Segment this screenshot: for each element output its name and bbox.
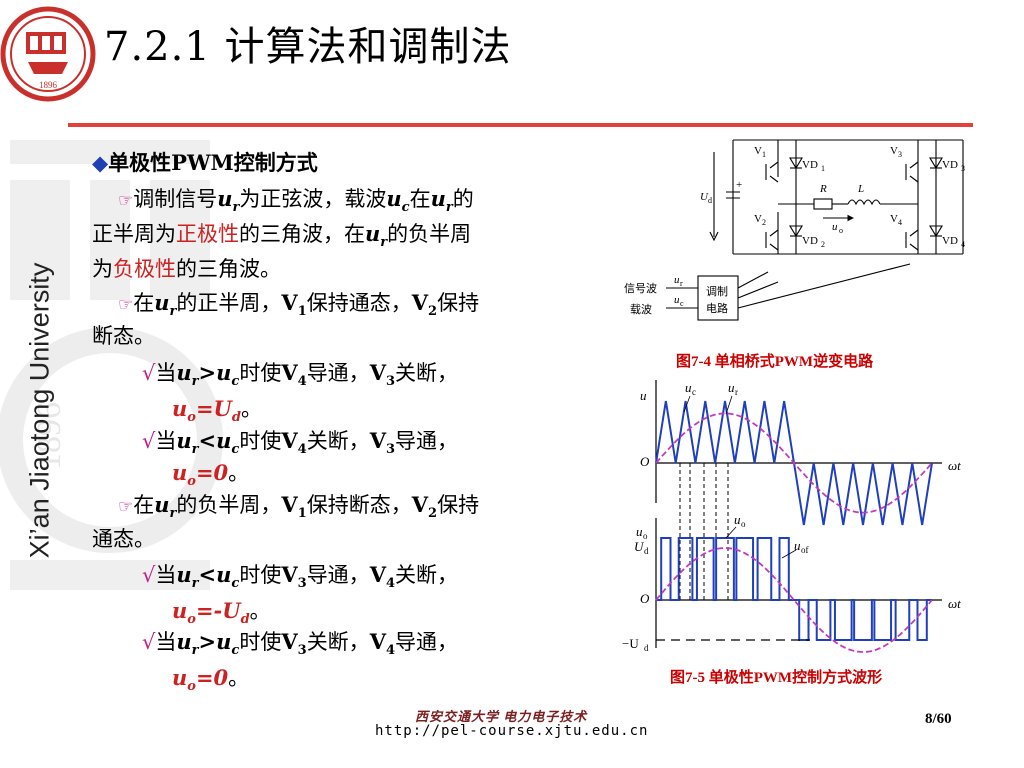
svg-text:c: c xyxy=(680,299,684,308)
svg-text:V: V xyxy=(890,213,898,225)
svg-text:ωt: ωt xyxy=(948,458,961,473)
fundamental-uof-line xyxy=(655,547,933,653)
uc-label: u xyxy=(685,380,692,395)
output-uo-pulses xyxy=(656,537,932,641)
pointing-hand-icon: ☞ xyxy=(118,191,134,211)
para1-line2: 正半周为正极性的三角波，在ur的负半周 xyxy=(92,221,472,251)
figure-7-5-caption: 图7-5 单极性PWM控制方式波形 xyxy=(670,670,883,686)
svg-text:c: c xyxy=(692,387,696,397)
svg-text:信号波: 信号波 xyxy=(624,282,657,295)
svg-text:u: u xyxy=(674,274,680,286)
svg-text:r: r xyxy=(735,387,738,397)
page-number: 8/60 xyxy=(925,711,952,727)
svg-text:u: u xyxy=(636,524,643,539)
svg-text:o: o xyxy=(741,519,746,529)
svg-text:2: 2 xyxy=(762,218,766,227)
check-mark-icon: √ xyxy=(142,630,156,654)
case2-line1: √当ur<uc时使V4关断，V3导通， xyxy=(142,428,459,458)
svg-text:调制: 调制 xyxy=(706,285,728,298)
svg-text:d: d xyxy=(644,546,649,556)
svg-text:2: 2 xyxy=(821,240,825,249)
reference-ur-line xyxy=(655,412,933,514)
watermark-year: 1896 xyxy=(31,402,68,470)
svg-text:VD: VD xyxy=(802,159,818,171)
svg-text:d: d xyxy=(644,643,649,653)
seal-year: 1896 xyxy=(39,80,58,90)
svg-text:u: u xyxy=(674,294,680,306)
svg-text:L: L xyxy=(857,183,864,195)
svg-text:U: U xyxy=(634,539,645,554)
svg-text:4: 4 xyxy=(961,240,965,249)
uof-leader xyxy=(781,549,797,559)
svg-text:u: u xyxy=(832,221,838,233)
svg-text:1: 1 xyxy=(762,150,766,159)
case1-result: uo=Ud。 xyxy=(172,396,262,426)
uc-leader xyxy=(683,395,691,413)
svg-text:O: O xyxy=(640,591,650,606)
svg-text:O: O xyxy=(640,454,650,469)
heading-unipolar: ◆单极性PWM控制方式 xyxy=(92,150,318,175)
footer-url[interactable]: http://pel-course.xjtu.edu.cn xyxy=(375,723,649,739)
svg-text:VD: VD xyxy=(942,159,958,171)
svg-text:of: of xyxy=(801,545,809,555)
check-mark-icon: √ xyxy=(142,563,156,587)
slide-title: 7.2.1 计算法和调制法 xyxy=(104,24,512,70)
svg-text:−U: −U xyxy=(622,636,639,651)
footer-course-name: 西安交通大学 电力电子技术 xyxy=(415,709,588,724)
check-mark-icon: √ xyxy=(142,361,156,385)
svg-text:u: u xyxy=(794,538,801,553)
svg-text:4: 4 xyxy=(898,218,902,227)
ur-label: u xyxy=(728,380,735,395)
svg-text:+: + xyxy=(736,179,742,191)
case3-line1: √当ur<uc时使V3导通，V4关断， xyxy=(142,562,459,592)
case4-result: uo=0。 xyxy=(172,665,250,695)
title-divider xyxy=(68,123,973,127)
case2-result: uo=0。 xyxy=(172,460,250,490)
svg-text:V: V xyxy=(754,213,762,225)
para1-line1: ☞调制信号ur为正弦波，载波uc在ur的 xyxy=(118,186,474,216)
pointing-hand-icon: ☞ xyxy=(118,497,134,517)
university-watermark: 1896 xyxy=(0,140,223,590)
svg-text:U: U xyxy=(700,191,709,203)
case1-line1: √当ur>uc时使V4导通，V3关断， xyxy=(142,360,459,390)
figure-7-4-caption: 图7-4 单相桥式PWM逆变电路 xyxy=(676,354,874,370)
para1-line3: 为负极性的三角波。 xyxy=(92,257,281,281)
svg-text:V: V xyxy=(890,145,898,157)
svg-text:R: R xyxy=(819,183,827,195)
svg-text:o: o xyxy=(643,531,648,541)
svg-text:3: 3 xyxy=(898,150,902,159)
uo-leader xyxy=(725,526,737,539)
svg-text:o: o xyxy=(839,226,843,235)
svg-text:r: r xyxy=(680,279,683,288)
svg-text:ωt: ωt xyxy=(948,596,961,611)
university-seal-logo: 1896 xyxy=(0,6,96,102)
para2-line1: ☞在ur的正半周，V1保持通态，V2保持 xyxy=(118,290,480,320)
svg-text:1: 1 xyxy=(821,164,825,173)
side-university-name: Xi’an Jiaotong University xyxy=(24,262,55,559)
para2-line2: 断态。 xyxy=(92,324,155,348)
pointing-hand-icon: ☞ xyxy=(118,295,134,315)
ur-leader xyxy=(725,395,733,415)
case3-result: uo=-Ud。 xyxy=(172,598,271,628)
svg-text:3: 3 xyxy=(961,164,965,173)
upper-axis-label: u xyxy=(640,388,647,403)
check-mark-icon: √ xyxy=(142,429,156,453)
svg-text:V: V xyxy=(754,145,762,157)
svg-text:u: u xyxy=(734,512,741,527)
svg-text:电路: 电路 xyxy=(706,302,728,315)
svg-text:VD: VD xyxy=(802,235,818,247)
svg-text:VD: VD xyxy=(942,235,958,247)
case4-line1: √当ur>uc时使V3关断，V4导通， xyxy=(142,629,459,659)
svg-text:d: d xyxy=(708,196,712,205)
para3-line2: 通态。 xyxy=(92,527,155,551)
para3-line1: ☞在ur的负半周，V1保持断态，V2保持 xyxy=(118,492,480,522)
svg-text:载波: 载波 xyxy=(630,303,652,316)
